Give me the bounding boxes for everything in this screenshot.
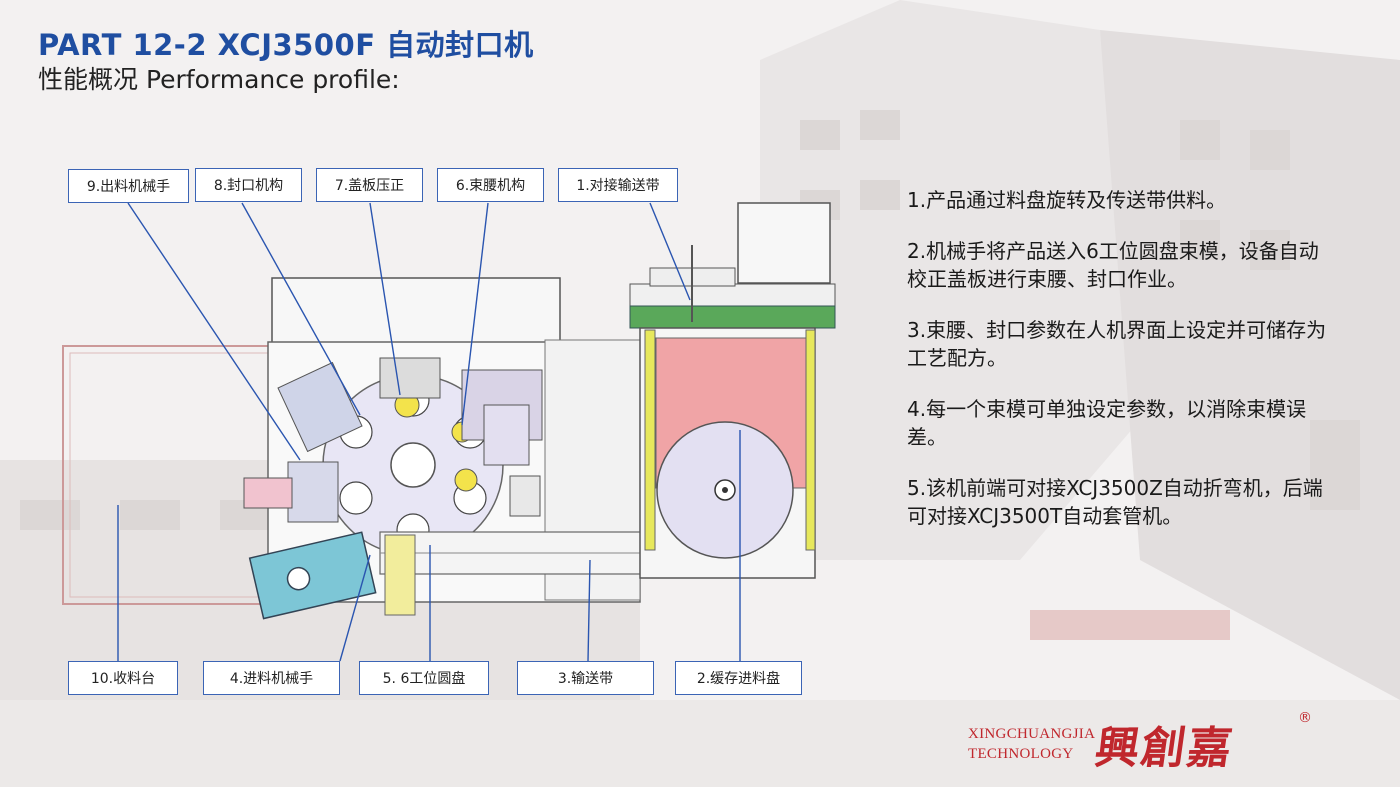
callout-discharge-robot: 9.出料机械手 xyxy=(68,169,189,203)
callout-buffer-tray: 2.缓存进料盘 xyxy=(675,661,802,695)
callout-turntable: 5. 6工位圆盘 xyxy=(359,661,489,695)
registered-mark: ® xyxy=(1298,710,1312,726)
feeding-robot-arm xyxy=(248,531,377,620)
docking-conveyor xyxy=(737,202,831,284)
callout-sealing-mechanism: 8.封口机构 xyxy=(195,168,302,202)
point-1: 1.产品通过料盘旋转及传送带供料。 xyxy=(907,188,1227,212)
point-4: 4.每一个束模可单独设定参数，以消除束模误差。 xyxy=(907,397,1307,449)
point-5: 5.该机前端可对接XCJ3500Z自动折弯机，后端可对接XCJ3500T自动套管… xyxy=(907,476,1323,528)
performance-points: 1.产品通过料盘旋转及传送带供料。 2.机械手将产品送入6工位圆盘束模，设备自动… xyxy=(907,186,1327,553)
collection-table xyxy=(62,345,279,605)
logo-chinese: 興創嘉 xyxy=(1091,723,1237,774)
callout-conveyor: 3.输送带 xyxy=(517,661,654,695)
callout-collection-table: 10.收料台 xyxy=(68,661,178,695)
callout-waist-mechanism: 6.束腰机构 xyxy=(437,168,544,202)
callout-docking-conveyor: 1.对接输送带 xyxy=(558,168,678,202)
logo-english: XINGCHUANGJIA TECHNOLOGY xyxy=(968,726,1096,762)
callout-feeding-robot: 4.进料机械手 xyxy=(203,661,340,695)
page-subtitle: 性能概况 Performance profile: xyxy=(38,65,400,94)
point-2: 2.机械手将产品送入6工位圆盘束模，设备自动校正盖板进行束腰、封口作业。 xyxy=(907,239,1319,291)
callout-cover-alignment: 7.盖板压正 xyxy=(316,168,423,202)
page-title: PART 12-2 XCJ3500F 自动封口机 xyxy=(38,28,534,62)
point-3: 3.束腰、封口参数在人机界面上设定并可储存为工艺配方。 xyxy=(907,318,1327,370)
